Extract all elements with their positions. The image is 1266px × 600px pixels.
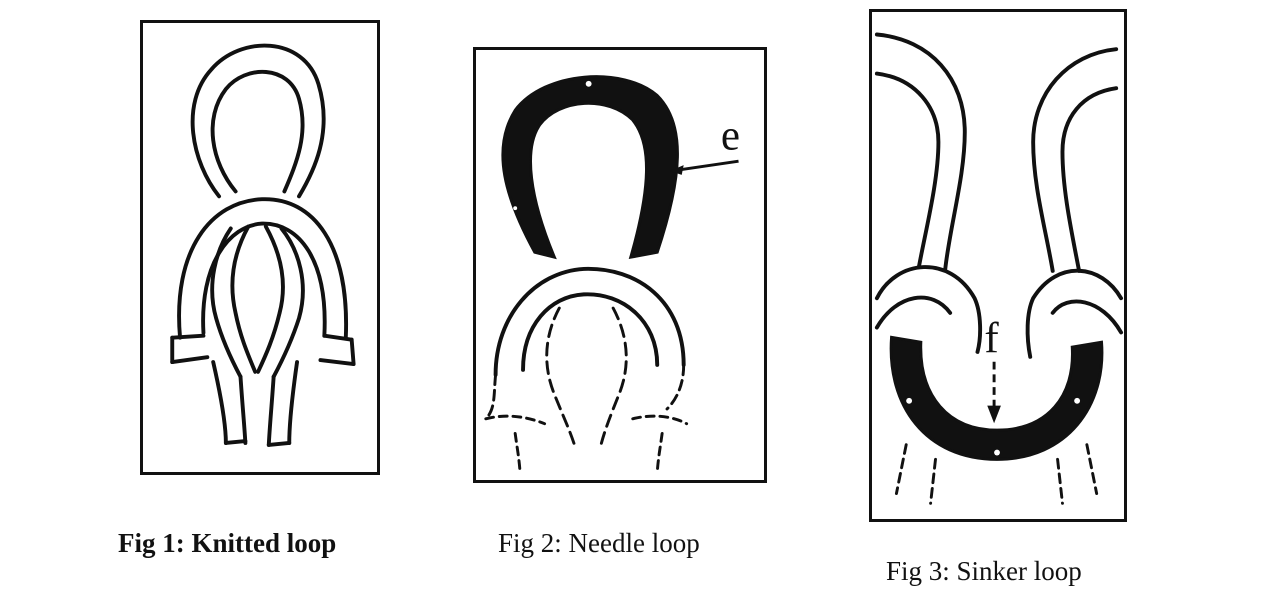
sinker-loop-drawing: f bbox=[874, 32, 1124, 505]
figure-1-knitted-loop bbox=[140, 20, 380, 475]
caption-figure-2: Fig 2: Needle loop bbox=[498, 528, 700, 558]
needle-loop-drawing: e bbox=[484, 75, 740, 475]
caption-figure-1: Fig 1: Knitted loop bbox=[118, 528, 337, 558]
sinker-loop-shape bbox=[889, 335, 1104, 461]
figure-2-needle-loop: e bbox=[473, 47, 767, 483]
figure-3-sinker-loop: f bbox=[869, 9, 1127, 522]
label-e: e bbox=[721, 112, 740, 159]
caption-figure-3: Fig 3: Sinker loop bbox=[886, 556, 1082, 586]
needle-loop-shape bbox=[501, 75, 679, 260]
knitted-loop-drawing bbox=[170, 43, 356, 447]
label-f: f bbox=[984, 315, 999, 362]
